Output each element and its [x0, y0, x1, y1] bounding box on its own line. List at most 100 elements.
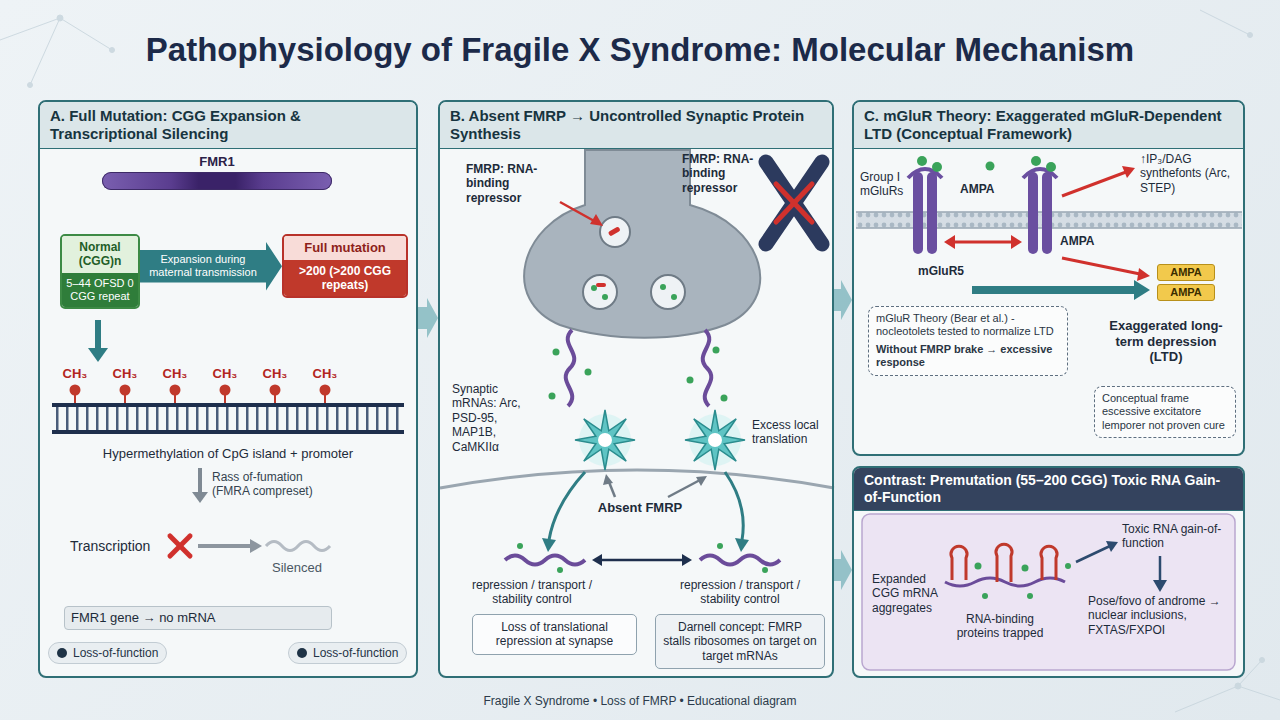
- double-arrow: [944, 235, 1022, 249]
- panel-heading: Contrast: Premutation (55–200 CGG) Toxic…: [854, 468, 1243, 511]
- pointer-arrow: [560, 202, 603, 226]
- trapped-protein: [975, 563, 1072, 600]
- pointer-arrow: [560, 202, 596, 222]
- trapped-protein: [1065, 563, 1071, 569]
- absence-cross: [776, 184, 812, 222]
- node-text: mGluR Theory (Bear et al.) - nocleotolet…: [876, 312, 1060, 339]
- network-decoration: [60, 18, 112, 50]
- signal-arrow: [1062, 166, 1150, 281]
- protein-dot: [713, 347, 720, 354]
- vesicle-cargo: [660, 284, 666, 290]
- translation-burst: [685, 410, 745, 470]
- protein-dot: [762, 567, 768, 573]
- caveat-box: Conceptual frame escessive excitatore le…: [1094, 386, 1236, 438]
- protein-dot: [717, 543, 723, 549]
- rna-strand: [945, 578, 1065, 586]
- vesicle-cargo: [591, 285, 597, 291]
- translation-burst: [575, 410, 635, 470]
- legend-swatch: [57, 648, 67, 658]
- premutation-box: [862, 514, 1235, 670]
- annotation-label: ↑IP₃/DAG synthefonts (Arc, STEP): [1140, 152, 1240, 195]
- node-text: 5–44 OFSD 0 CGG repeat: [62, 273, 138, 307]
- annotation-label: FMRP: RNA-binding repressor: [466, 162, 556, 205]
- down-arrow: [88, 320, 108, 362]
- network-decoration: [28, 83, 33, 88]
- double-arrow: [592, 554, 692, 566]
- panel-background: [439, 101, 833, 677]
- vesicle-cargo: [602, 294, 608, 300]
- protein-dot: [517, 543, 523, 549]
- curved-arrow: [549, 472, 585, 540]
- annotation-label: repression / transport / stability contr…: [452, 578, 612, 607]
- postsynaptic-membrane: [440, 470, 834, 488]
- ligand: [917, 156, 927, 166]
- blocked-cross: [170, 536, 190, 556]
- methyl-group: [321, 386, 330, 395]
- ampa-receptor: [1042, 172, 1052, 254]
- network-decoration: [1175, 686, 1238, 712]
- signal-arrow: [1122, 166, 1135, 178]
- dna-double-strand: [52, 430, 404, 434]
- methyl-group: [271, 386, 280, 395]
- synaptic-mrna: [566, 330, 575, 406]
- node-text: FMR1: [102, 154, 332, 169]
- note-box: Darnell concept: FMRP stalls ribosomes o…: [655, 614, 825, 669]
- annotation-label: Toxic RNA gain-of-function: [1122, 522, 1226, 551]
- ligand: [986, 162, 995, 171]
- silenced-mrna: [266, 542, 330, 551]
- legend-item: Loss-of-function: [48, 642, 167, 664]
- network-decoration: [1260, 658, 1265, 663]
- legend-swatch: [297, 648, 307, 658]
- block-arrow: [972, 280, 1150, 300]
- annotation-label: RNA-binding proteins trapped: [945, 612, 1055, 641]
- panel-heading: C. mGluR Theory: Exaggerated mGluR-Depen…: [854, 102, 1243, 149]
- annotation-label: CH₃: [208, 366, 242, 382]
- panel-background: [39, 101, 417, 677]
- gene-bar-node: FMR1: [102, 154, 332, 190]
- node-text: Normal (CGG)n: [62, 236, 138, 273]
- mrna-cluster: [505, 556, 780, 565]
- dna-double-strand: [52, 403, 404, 407]
- gray-arrow: [603, 474, 707, 497]
- protein-dot: [585, 369, 592, 376]
- methyl-group: [71, 386, 330, 406]
- ligand: [932, 162, 942, 172]
- note-box: Loss of translational repression at syna…: [472, 614, 637, 655]
- ligand: [1031, 156, 1041, 166]
- methyl-group: [71, 386, 80, 395]
- annotation-label: Group I mGluRs: [860, 170, 910, 199]
- double-arrow: [600, 559, 684, 562]
- node-text: FMR1 gene → no mRNA: [71, 610, 325, 626]
- network-decoration: [0, 10, 1280, 712]
- ampa-tag-stack: AMPAAMPA: [1157, 264, 1215, 304]
- methyl-group: [121, 386, 130, 395]
- gray-arrow: [250, 539, 262, 553]
- gray-arrow: [198, 539, 262, 553]
- blocked-cross: [170, 536, 190, 556]
- translation-burst: [708, 433, 722, 447]
- outcome-arrow: [1159, 556, 1162, 582]
- network-decoration: [57, 15, 63, 21]
- methyl-group: [221, 386, 230, 395]
- network-decoration: [1235, 683, 1241, 689]
- outcome-arrow: [1106, 541, 1118, 552]
- protein-dot: [557, 567, 563, 573]
- annotation-label: Pose/fovo of androme → nuclear inclusion…: [1088, 594, 1230, 637]
- down-arrow: [88, 348, 108, 362]
- vesicle: [651, 275, 685, 309]
- curved-arrow: [725, 472, 743, 540]
- annotation-label: CH₃: [108, 366, 142, 382]
- vesicle: [583, 217, 685, 309]
- annotation-label: Transcription: [70, 538, 166, 555]
- curved-arrow: [549, 472, 743, 540]
- vesicle-cargo: [608, 226, 621, 236]
- translation-burst: [598, 433, 612, 447]
- vesicle: [600, 217, 630, 247]
- down-arrow: [95, 320, 101, 350]
- node-text: Without FMRP brake → excessive response: [876, 343, 1060, 370]
- node-text: Full mutation: [284, 236, 406, 260]
- gray-arrow: [696, 476, 707, 486]
- trapped-protein: [1027, 593, 1033, 599]
- pointer-arrow: [590, 214, 603, 226]
